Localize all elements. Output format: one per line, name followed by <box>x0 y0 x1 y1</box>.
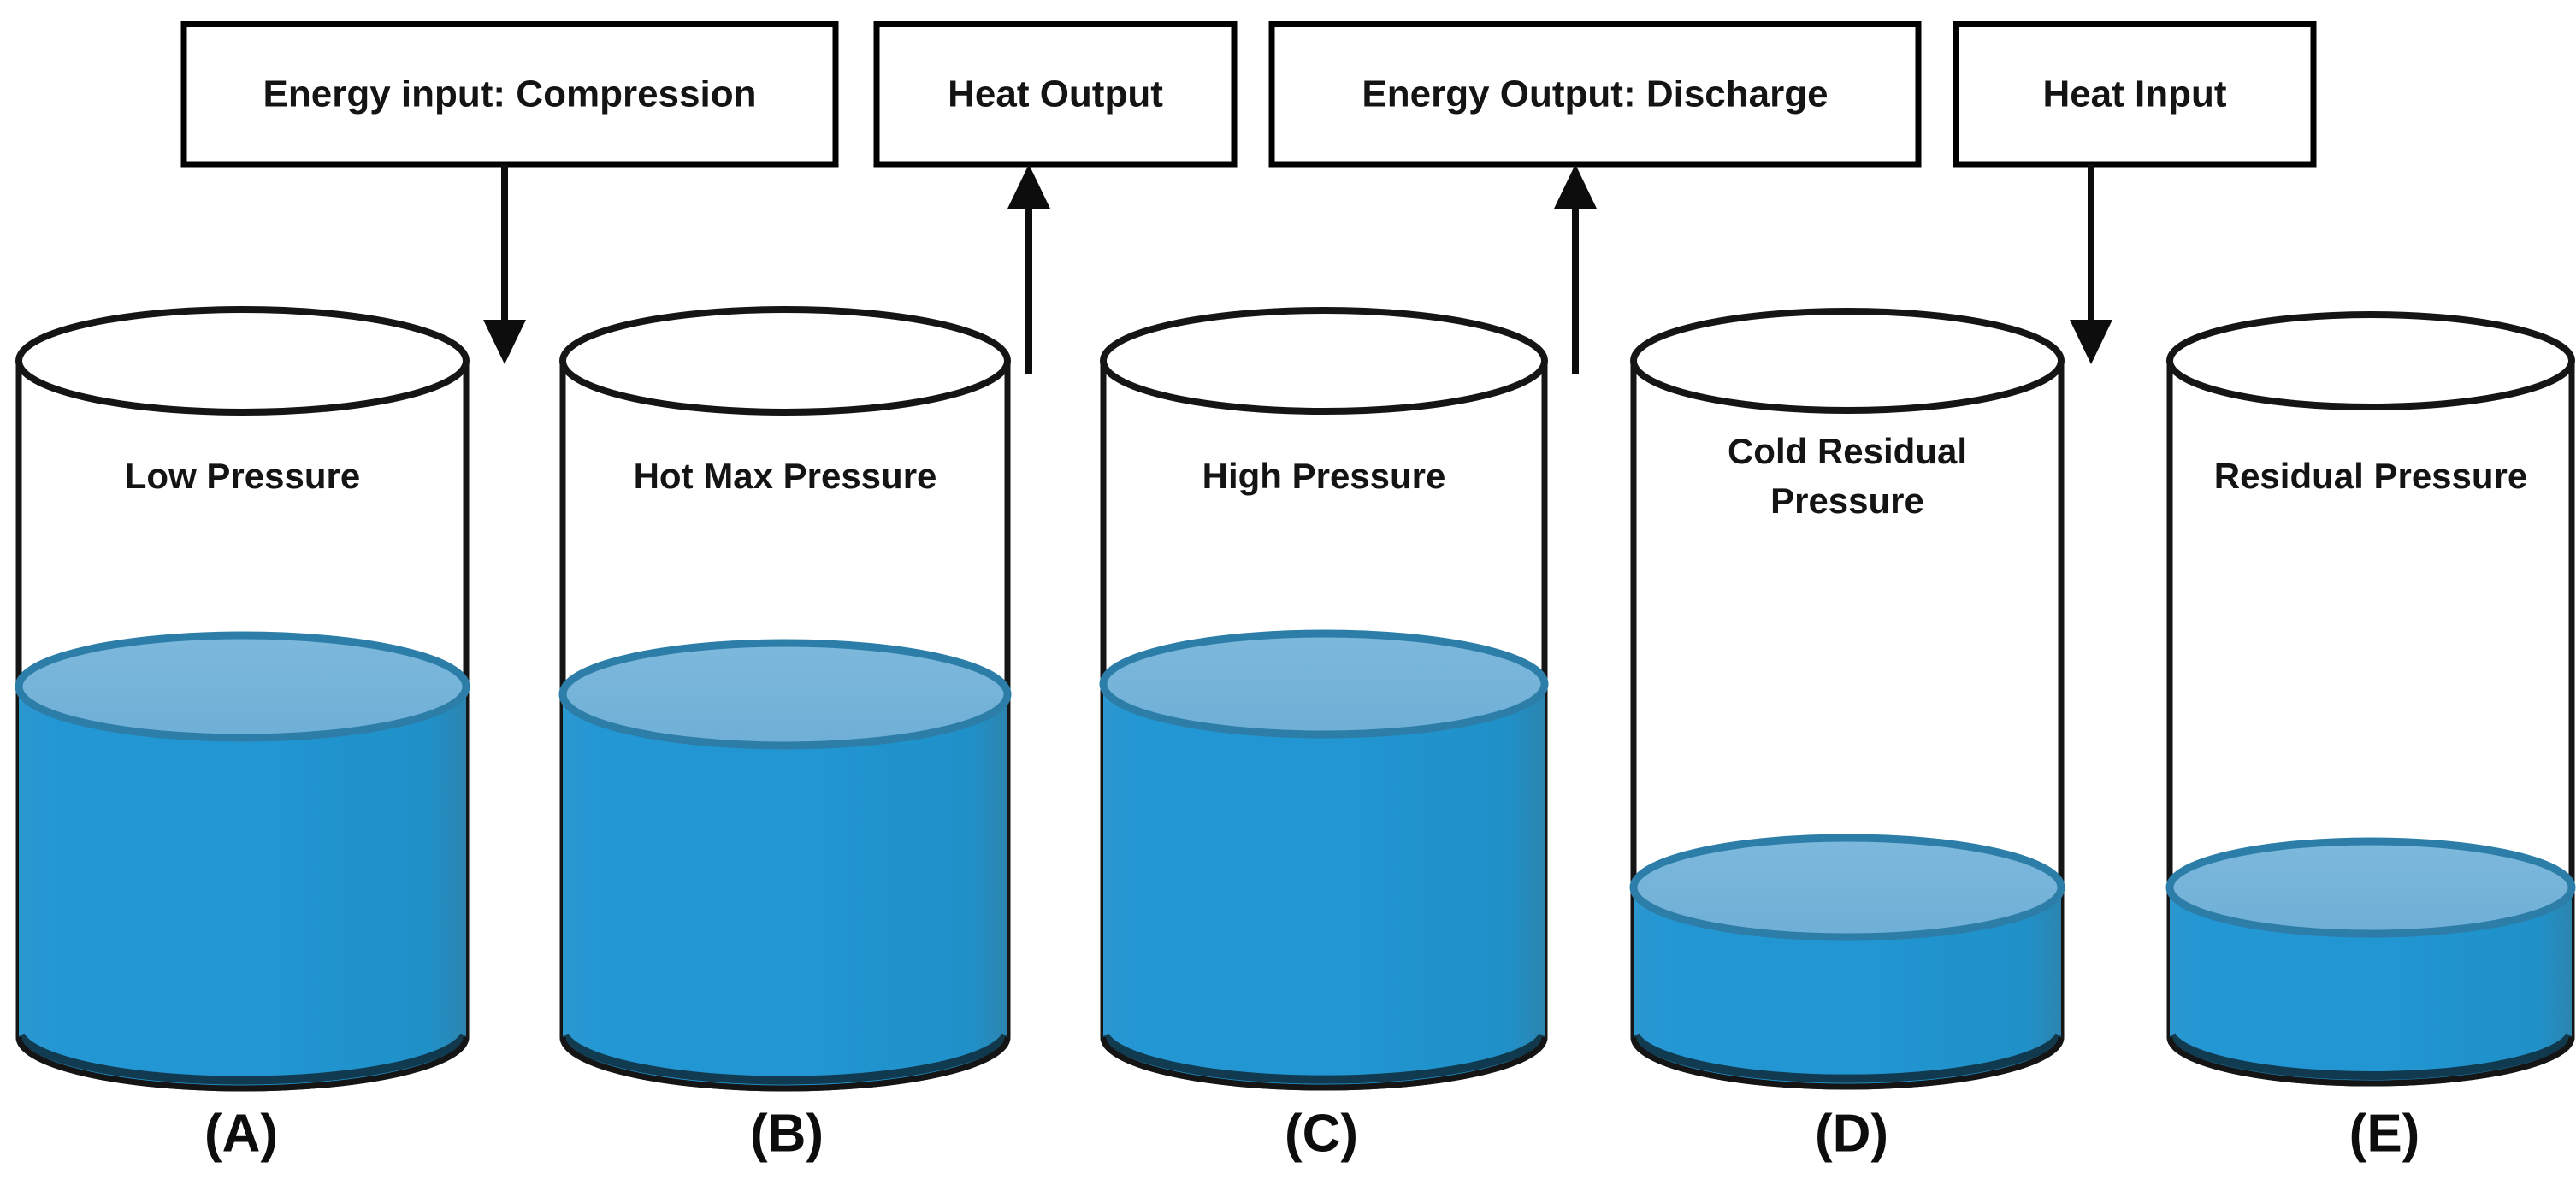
cylinder-top-opening <box>2166 311 2575 410</box>
liquid-fill <box>15 631 470 1088</box>
liquid-fill <box>1099 629 1549 1088</box>
cylinder-c[interactable]: High Pressure <box>1099 307 1549 1091</box>
process-label-layer: Energy input: Compression Heat Output Ener… <box>180 21 2317 374</box>
liquid-surface <box>1629 834 2065 941</box>
liquid-body <box>19 687 466 1088</box>
arrow-up-heat-output <box>1007 164 1050 374</box>
process-label-text: Heat Output <box>948 74 1163 115</box>
cylinder-bottom-arc <box>15 1036 470 1092</box>
cylinder-layer: Low Pressure Hot Max Pressure High Pressur… <box>15 306 2576 1092</box>
panel-letter: (B) <box>750 1104 824 1163</box>
process-label-box[interactable] <box>180 21 839 168</box>
cylinder-state-label: Low Pressure <box>125 456 360 496</box>
panel-letter-layer: (A) (B) (C) (D) (E) <box>204 1104 2419 1163</box>
panel-letter: (D) <box>1815 1104 1888 1163</box>
panel-letter: (E) <box>2349 1104 2420 1163</box>
arrow-head-down <box>2070 320 2112 364</box>
process-label-energy-output-discharge[interactable]: Energy Output: Discharge <box>1268 21 1922 168</box>
cylinder-b[interactable]: Hot Max Pressure <box>558 306 1012 1092</box>
process-label-energy-input-compression[interactable]: Energy input: Compression <box>180 21 839 168</box>
process-label-box[interactable] <box>1953 21 2317 168</box>
cylinder-state-label: Cold Residual <box>1728 431 1967 471</box>
process-label-text: Energy Output: Discharge <box>1362 74 1828 115</box>
process-label-text: Heat Input <box>2042 74 2226 115</box>
arrow-head-up <box>1554 164 1597 209</box>
cylinder-state-label: Hot Max Pressure <box>634 456 937 496</box>
liquid-body <box>1634 887 2061 1087</box>
cylinder-top-opening <box>1100 307 1548 415</box>
process-label-heat-input[interactable]: Heat Input <box>1953 21 2317 168</box>
cylinder-bottom-arc <box>1100 1036 1548 1091</box>
process-label-box[interactable] <box>1268 21 1922 168</box>
arrow-up-energy-output-discharge <box>1554 164 1597 374</box>
cylinder-bottom-arc <box>559 1036 1011 1092</box>
cylinder-state-label: High Pressure <box>1202 456 1446 496</box>
arrow-down-heat-input <box>2070 164 2112 364</box>
cylinder-bottom-arc <box>1630 1036 2065 1090</box>
cylinder-e[interactable]: Residual Pressure <box>2165 311 2576 1087</box>
liquid-fill <box>558 639 1012 1088</box>
liquid-fill <box>1629 834 2065 1087</box>
liquid-body <box>1103 684 1545 1088</box>
liquid-surface <box>558 639 1012 750</box>
liquid-bottom-shade <box>16 1033 469 1085</box>
liquid-bottom-shade <box>2167 1033 2574 1080</box>
liquid-body <box>2170 887 2572 1083</box>
cylinder-a[interactable]: Low Pressure <box>15 306 470 1092</box>
cylinder-top-opening <box>1630 308 2065 414</box>
cylinder-state-label: Residual Pressure <box>2214 456 2528 496</box>
process-label-heat-output[interactable]: Heat Output <box>873 21 1238 168</box>
arrow-down-energy-input-compression <box>483 164 526 364</box>
liquid-body <box>563 694 1007 1088</box>
liquid-surface <box>1099 629 1549 739</box>
liquid-fill <box>2165 837 2576 1083</box>
panel-letter: (C) <box>1285 1104 1358 1163</box>
arrow-head-down <box>483 320 526 364</box>
process-label-text: Energy input: Compression <box>263 74 757 115</box>
cylinder-state-label: Pressure <box>1770 481 1924 521</box>
cylinder-bottom-arc <box>2166 1036 2575 1087</box>
liquid-bottom-shade <box>1631 1033 2064 1083</box>
cylinder-top-opening <box>559 306 1011 416</box>
liquid-surface <box>2165 837 2576 938</box>
panel-letter: (A) <box>204 1104 278 1163</box>
liquid-bottom-shade <box>1101 1033 1547 1084</box>
liquid-surface <box>15 631 470 742</box>
arrow-head-up <box>1007 164 1050 209</box>
liquid-bottom-shade <box>560 1033 1010 1085</box>
cylinder-top-opening <box>15 306 470 416</box>
process-label-box[interactable] <box>873 21 1238 168</box>
